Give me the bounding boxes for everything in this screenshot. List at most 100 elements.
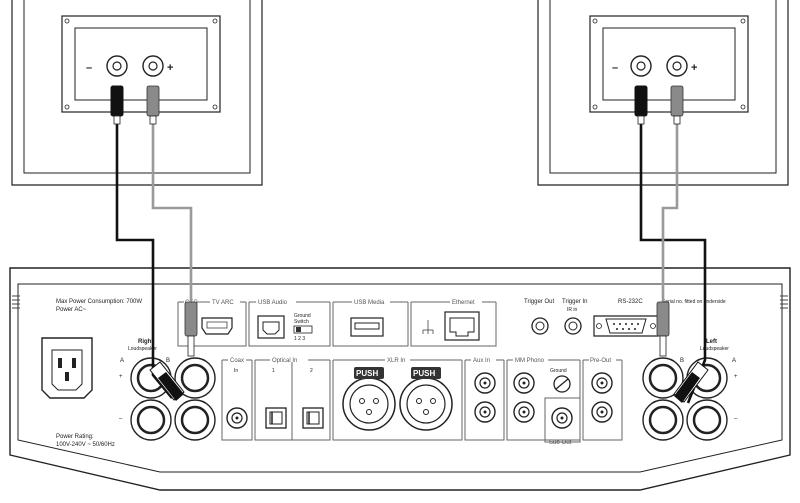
coax-section: Coax In xyxy=(221,358,253,441)
xlr-section: XLR In PUSH PUSH xyxy=(332,358,463,441)
power-ac-text: Power AC~ xyxy=(56,307,87,313)
ground-screw[interactable] xyxy=(553,375,571,393)
mm-phono-label: MM Phono xyxy=(515,358,545,364)
usb-media-port[interactable] xyxy=(350,317,384,337)
hdmi-arc-port[interactable] xyxy=(201,317,233,335)
right-terminal-b-label: B xyxy=(166,358,170,364)
left-speaker-negative-plug xyxy=(634,85,648,125)
right-speaker-cabinet-inner xyxy=(23,0,251,174)
usb-media-section: USB Media xyxy=(332,300,409,347)
left-amp-negative-plug xyxy=(673,361,709,403)
amplifier-chassis-inner xyxy=(17,283,783,473)
optical-2-label: 2 xyxy=(310,368,313,374)
aux-in-jack-top[interactable] xyxy=(474,372,496,394)
ethernet-port[interactable] xyxy=(444,311,480,341)
left-speaker-minus-label: – xyxy=(612,62,618,74)
ir-in-label: IR in xyxy=(567,307,578,313)
phono-jack-top[interactable] xyxy=(513,372,535,394)
right-terminal-b-plus[interactable] xyxy=(174,357,216,399)
right-loudspeaker-label-2: Loudspeaker xyxy=(128,346,157,352)
usb-audio-section: USB Audio Ground Switch 1 2 3 xyxy=(248,300,331,347)
trigger-in-label: Trigger In xyxy=(562,299,587,305)
left-terminal-b-minus[interactable] xyxy=(642,399,684,441)
power-consumption-text: Max Power Consumption: 700W xyxy=(56,299,142,305)
left-terminal-a-label: A xyxy=(732,358,736,364)
coax-label: Coax xyxy=(230,358,244,364)
left-amp-positive-plug xyxy=(656,301,670,357)
phono-jack-bottom[interactable] xyxy=(513,401,535,423)
pre-out-jack-top[interactable] xyxy=(591,372,613,394)
optical-2-port[interactable] xyxy=(302,407,324,429)
pre-out-section: Pre-Out xyxy=(582,358,623,441)
xlr-in-left[interactable] xyxy=(342,367,396,431)
right-speaker-positive-plug xyxy=(146,85,160,125)
amplifier-rear-panel: Max Power Consumption: 700W Power AC~ Po… xyxy=(9,267,791,491)
serial-note: Serial no. fitted on underside xyxy=(662,299,726,305)
pre-out-jack-bottom[interactable] xyxy=(591,401,613,423)
tv-arc-label: TV ARC xyxy=(212,300,234,306)
power-rating-title: Power Rating: xyxy=(56,434,94,440)
left-speaker-positive-plug xyxy=(670,85,684,125)
ground-switch[interactable] xyxy=(293,325,313,334)
left-terminal-b-label: B xyxy=(680,358,684,364)
sub-out-section: Sub-Out xyxy=(544,397,581,446)
right-amp-positive-plug xyxy=(184,301,198,357)
usb-audio-label: USB Audio xyxy=(258,300,288,306)
left-terminal-a-minus[interactable] xyxy=(686,399,728,441)
rs232c-label: RS-232C xyxy=(618,299,643,305)
sub-out-jack[interactable] xyxy=(551,407,573,429)
left-positive-cable xyxy=(661,120,679,305)
optical-1-port[interactable] xyxy=(265,407,287,429)
left-loudspeaker-label-2: Loudspeaker xyxy=(700,346,729,352)
xlr-in-right[interactable] xyxy=(399,367,453,431)
optical-1-label: 1 xyxy=(272,368,275,374)
left-vent xyxy=(12,295,20,309)
right-speaker-negative-plug xyxy=(110,85,124,125)
left-terminal-minus-label: – xyxy=(734,416,738,422)
left-speaker: – + xyxy=(537,0,789,186)
xlr-push-label-1: PUSH xyxy=(356,369,378,378)
right-amp-negative-plug xyxy=(149,361,185,401)
usb-audio-port[interactable] xyxy=(257,315,285,339)
aux-in-jack-bottom[interactable] xyxy=(474,401,496,423)
pre-out-label: Pre-Out xyxy=(590,358,611,364)
aux-in-section: Aux In xyxy=(464,358,505,441)
left-speaker-cabinet-inner xyxy=(549,0,777,174)
right-terminal-a-label: A xyxy=(120,358,124,364)
ground-switch-label-2: Switch xyxy=(294,319,309,325)
ground-label: Ground xyxy=(550,368,567,374)
trigger-in-jack[interactable] xyxy=(564,317,582,335)
ground-switch-label-1: Ground xyxy=(294,313,311,319)
ethernet-section: Ethernet xyxy=(410,300,497,347)
left-terminal-plus-label: + xyxy=(734,374,738,380)
xlr-in-label: XLR In xyxy=(387,358,405,364)
optical-section: Optical In 1 2 xyxy=(254,358,331,441)
right-positive-cable xyxy=(151,120,193,305)
coax-in-jack[interactable] xyxy=(226,407,248,429)
right-negative-cable xyxy=(115,120,174,399)
trigger-out-jack[interactable] xyxy=(531,317,549,335)
ethernet-label: Ethernet xyxy=(452,300,475,306)
power-inlet[interactable] xyxy=(41,337,93,399)
right-vent xyxy=(780,295,788,309)
right-terminal-plus-label: + xyxy=(119,374,123,380)
sub-out-label: Sub-Out xyxy=(549,440,572,446)
right-terminal-b-minus[interactable] xyxy=(174,399,216,441)
network-icon xyxy=(422,320,434,334)
right-speaker-minus-label: – xyxy=(86,62,92,74)
rs232c-port[interactable] xyxy=(593,315,659,337)
coax-in-label: In xyxy=(234,368,238,374)
right-terminal-minus-label: – xyxy=(119,416,123,422)
left-loudspeaker-label: Left xyxy=(706,339,717,345)
right-speaker: – + xyxy=(11,0,263,186)
optical-in-label: Optical In xyxy=(272,358,297,364)
usb-media-label: USB Media xyxy=(354,300,385,306)
right-speaker-cabinet xyxy=(11,0,263,186)
right-terminal-a-minus[interactable] xyxy=(130,399,172,441)
left-terminal-b-plus[interactable] xyxy=(642,357,684,399)
right-terminal-plate-inner xyxy=(74,27,208,101)
xlr-push-label-2: PUSH xyxy=(413,369,435,378)
right-speaker-plus-label: + xyxy=(167,62,173,74)
